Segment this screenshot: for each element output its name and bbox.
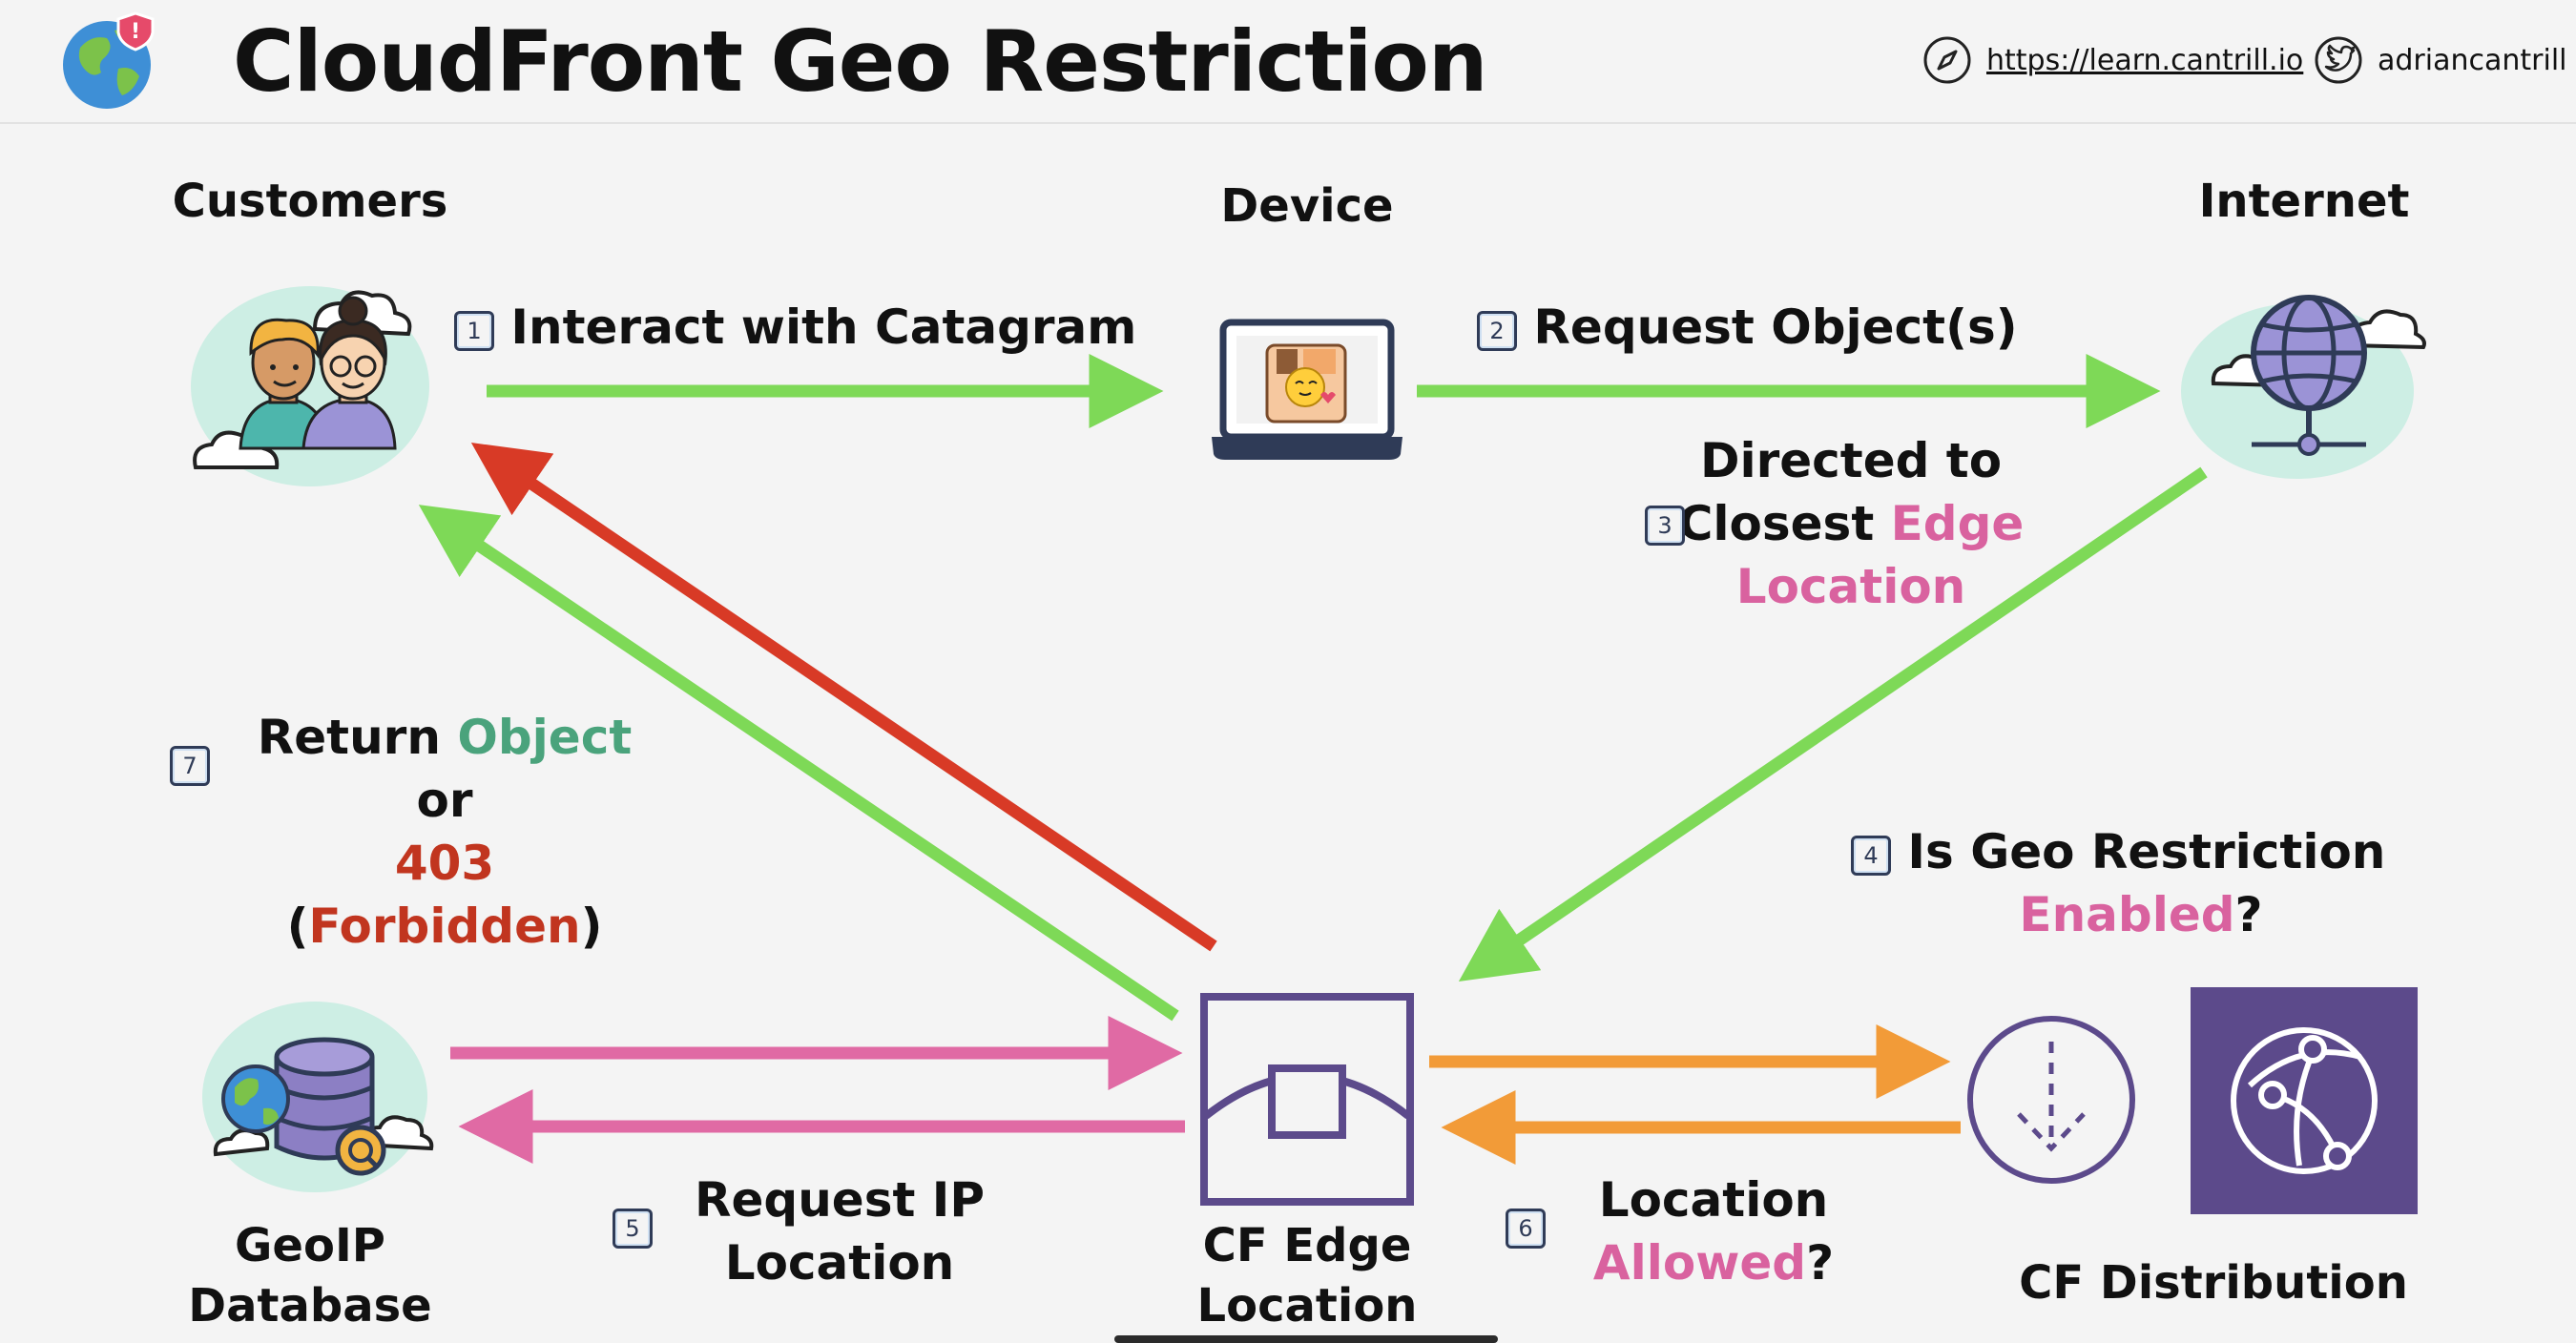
page-title: CloudFront Geo Restriction bbox=[233, 12, 1487, 111]
step-1-text: Interact with Catagram bbox=[510, 300, 1137, 355]
step-7-badge: 7 bbox=[170, 746, 210, 786]
step-2-badge: 2 bbox=[1477, 310, 1517, 351]
step-7-403-highlight: 403 bbox=[394, 836, 495, 891]
step-7-line2: 403 (Forbidden) bbox=[235, 832, 654, 958]
step-4-line1-wrap: 4 Is Geo Restriction bbox=[1851, 820, 2385, 883]
step-4-badge: 4 bbox=[1851, 835, 1891, 876]
step-6-question: ? bbox=[1806, 1235, 1835, 1291]
internet-label: Internet bbox=[2198, 175, 2410, 228]
svg-text:!: ! bbox=[131, 20, 140, 44]
step-5-label: 5 Request IP Location bbox=[611, 1168, 1011, 1294]
step-7-forbidden-highlight: Forbidden bbox=[308, 899, 581, 954]
step-4-line2: Enabled? bbox=[1851, 883, 2385, 946]
edge-label-line1: CF Edge bbox=[1202, 1219, 1412, 1272]
arrow-edge-to-customers-green bbox=[418, 505, 1179, 1022]
step-6-allowed-highlight: Allowed bbox=[1592, 1235, 1807, 1291]
step-7-close-paren: ) bbox=[580, 899, 603, 954]
step-3-edge-highlight: Edge bbox=[1890, 496, 2025, 551]
compass-icon bbox=[1923, 36, 1971, 84]
step-7-label: 7 Return Object or 403 (Forbidden) bbox=[168, 706, 702, 958]
step-1-badge: 1 bbox=[454, 310, 494, 351]
website-link[interactable]: https://learn.cantrill.io bbox=[1922, 34, 2303, 86]
geoip-label-line2: Database bbox=[188, 1279, 432, 1333]
customers-icon bbox=[191, 286, 429, 486]
device-label: Device bbox=[1220, 179, 1394, 233]
step-6-line1: Location bbox=[1598, 1172, 1829, 1228]
step-5-badge: 5 bbox=[613, 1209, 653, 1249]
geoip-label: GeoIP Database bbox=[162, 1216, 458, 1337]
laptop-icon bbox=[1212, 319, 1402, 460]
twitter-icon bbox=[2315, 36, 2362, 84]
step-6-label: 6 Location Allowed? bbox=[1504, 1168, 1866, 1294]
database-icon bbox=[202, 1002, 434, 1192]
step-7-open-paren: ( bbox=[286, 899, 309, 954]
step-7-line1: Return Object or bbox=[235, 706, 654, 832]
edge-label-line2: Location bbox=[1196, 1279, 1418, 1333]
customers-label: Customers bbox=[172, 175, 448, 228]
cf-download-icon bbox=[1967, 1016, 2135, 1184]
step-4-question: ? bbox=[2234, 887, 2263, 942]
geoip-label-line1: GeoIP bbox=[235, 1219, 385, 1272]
step-3-label: Directed to 3 Closest Edge Location bbox=[1622, 429, 2080, 618]
arrow-internet-to-edge bbox=[1458, 466, 2208, 982]
step-4-enabled-highlight: Enabled bbox=[2019, 887, 2235, 942]
distribution-label: CF Distribution bbox=[2019, 1256, 2408, 1310]
arrow-edge-to-customers-red bbox=[470, 443, 1217, 952]
step-1-label: 1 Interact with Catagram bbox=[454, 296, 1136, 359]
step-7-object-highlight: Object bbox=[457, 710, 633, 765]
step-5-line2: Location bbox=[724, 1235, 955, 1291]
cf-distribution-icon bbox=[2191, 987, 2418, 1214]
website-url[interactable]: https://learn.cantrill.io bbox=[1986, 43, 2304, 77]
step-3-line2: 3 Closest Edge bbox=[1622, 492, 2080, 555]
step-7-or: or bbox=[416, 773, 473, 828]
step-4-label: 4 Is Geo Restriction Enabled? bbox=[1851, 820, 2385, 946]
step-6-badge: 6 bbox=[1506, 1209, 1546, 1249]
step-7-return: Return bbox=[257, 710, 458, 765]
step-3-line1: Directed to bbox=[1699, 433, 2003, 488]
step-2-label: 2 Request Object(s) bbox=[1477, 296, 2018, 359]
edge-location-label: CF Edge Location bbox=[1145, 1216, 1469, 1337]
globe-logo-icon: ! bbox=[63, 11, 155, 109]
step-2-text: Request Object(s) bbox=[1533, 300, 2018, 355]
header: ! CloudFront Geo Restriction https://lea… bbox=[0, 0, 2576, 124]
cf-edge-location-icon bbox=[1200, 993, 1414, 1206]
step-3-badge: 3 bbox=[1645, 506, 1685, 546]
twitter-link[interactable]: adriancantrill bbox=[2313, 34, 2567, 86]
internet-globe-icon bbox=[2181, 295, 2426, 479]
step-5-line1: Request IP bbox=[694, 1172, 986, 1228]
step-4-line1: Is Geo Restriction bbox=[1907, 824, 2386, 879]
twitter-handle[interactable]: adriancantrill bbox=[2378, 43, 2567, 77]
step-3-line3: Location bbox=[1735, 559, 1966, 614]
video-scrubber-bar[interactable] bbox=[1114, 1335, 1498, 1343]
step-3-closest: Closest bbox=[1677, 496, 1891, 551]
